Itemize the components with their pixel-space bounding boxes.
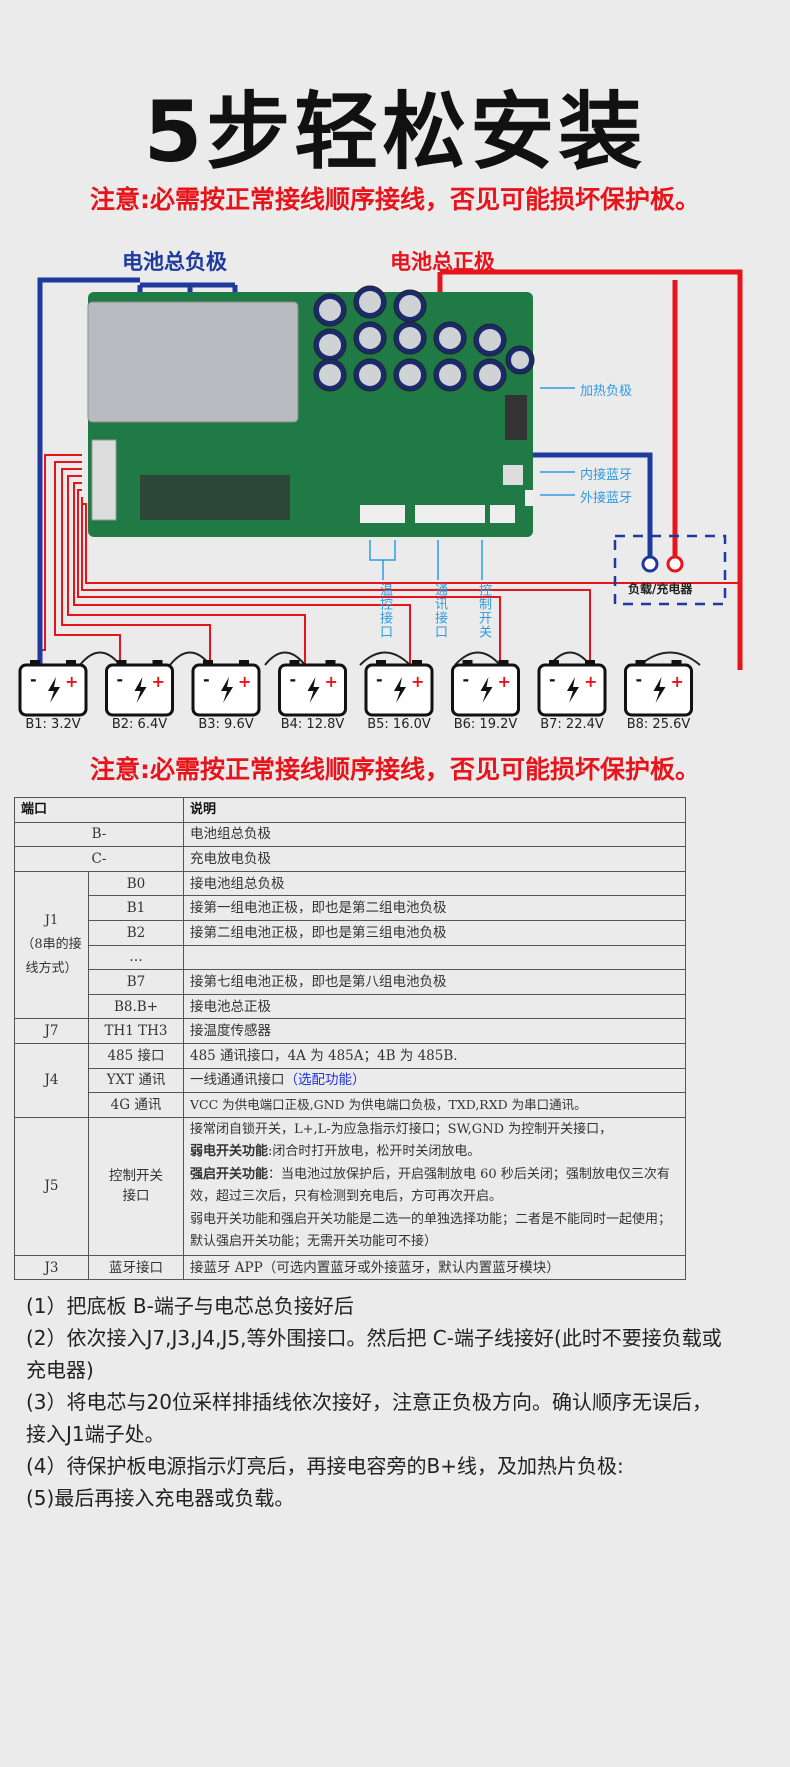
table-row: YXT 通讯一线通通讯接口（选配功能） [15, 1067, 686, 1094]
svg-text:+: + [238, 672, 251, 691]
install-steps: (1）把底板 B-端子与电芯总负接好后 (2）依次接入J7,J3,J4,J5,等… [26, 1290, 726, 1514]
step-4: (4）待保护板电源指示灯亮后，再接电容旁的B+线，及加热片负极: [26, 1454, 624, 1478]
wiring-notice: 注意:必需按正常接线顺序接线，否见可能损坏保护板。 [90, 185, 700, 214]
load-charger-label: 负载/充电器 [628, 582, 693, 596]
table-row: C-充电放电负极 [14, 846, 686, 872]
battery-3: -+ [191, 660, 261, 717]
step-5: (5)最后再接入充电器或负载。 [26, 1486, 295, 1510]
load-box [613, 534, 727, 606]
svg-text:+: + [325, 672, 338, 691]
svg-text:+: + [498, 672, 511, 691]
pointer-arrows [369, 387, 575, 580]
battery-voltage-label: B1: 3.2V [25, 717, 81, 732]
heatsink [87, 301, 299, 423]
internal-bluetooth-label: 内接蓝牙 [580, 468, 633, 483]
svg-text:-: - [117, 670, 124, 689]
step-1: (1）把底板 B-端子与电芯总负接好后 [26, 1294, 354, 1318]
battery-4: -+ [278, 660, 347, 717]
battery-voltage-label: B6: 19.2V [453, 717, 518, 732]
table-header: 端口说明 [14, 797, 686, 823]
external-bluetooth-label: 外接蓝牙 [580, 491, 633, 506]
page-title: 5步轻松安装 [143, 83, 647, 181]
battery-voltage-label: B3: 9.6V [198, 717, 254, 732]
battery-7: -+ [537, 660, 607, 717]
table-row: B-电池组总负极 [14, 821, 686, 848]
sampling-wires [39, 454, 741, 665]
svg-text:-: - [463, 670, 470, 689]
battery-voltage-label: B5: 16.0V [367, 717, 431, 732]
svg-text:-: - [290, 670, 297, 689]
svg-text:-: - [30, 670, 37, 689]
step-2: (2）依次接入J7,J3,J4,J5,等外围接口。然后把 C-端子线接好(此时不… [26, 1326, 722, 1382]
svg-text:-: - [636, 670, 643, 689]
svg-text:-: - [549, 670, 556, 689]
heater-negative-label: 加热负极 [580, 384, 633, 399]
svg-text:+: + [411, 672, 424, 691]
battery-1: -+ [18, 660, 88, 717]
comm-port-label: 通讯接口 [432, 583, 447, 639]
table-row: B8.B+接电池总正极 [15, 993, 686, 1020]
j1-connector [91, 439, 117, 521]
header-port: 端口 [14, 797, 184, 823]
capacitor-tops [319, 291, 529, 386]
wiring-diagram: -+ -+ -+ -+ -+ -+ -+ -+ [18, 269, 743, 717]
step-3: (3）将电芯与20位采样排插线依次接好，注意正负极方向。确认顺序无误后，接入J1… [26, 1390, 712, 1446]
battery-voltage-label: B7: 22.4V [540, 717, 604, 732]
load-positive-terminal [666, 555, 684, 573]
battery-voltage-label: B2: 6.4V [111, 717, 168, 732]
battery-voltage-label: B4: 12.8V [280, 717, 345, 732]
svg-text:+: + [584, 672, 597, 691]
load-negative-terminal [641, 555, 659, 573]
temp-port-label: 温控接口 [377, 583, 392, 639]
battery-8: -+ [624, 660, 693, 717]
svg-text:+: + [65, 672, 78, 691]
switch-port-label: 控制开关 [476, 583, 491, 639]
battery-voltage-label: B8: 25.6V [626, 717, 691, 732]
battery-6: -+ [451, 660, 520, 717]
negative-label: 电池总负极 [122, 250, 227, 274]
svg-text:+: + [671, 672, 684, 691]
svg-text:-: - [203, 670, 210, 689]
battery-2: -+ [105, 660, 174, 717]
positive-label: 电池总正极 [390, 250, 495, 274]
svg-text:+: + [152, 672, 165, 691]
svg-text:-: - [376, 670, 383, 689]
battery-5: -+ [364, 660, 434, 717]
table-row: … [15, 944, 686, 971]
wiring-notice-2: 注意:必需按正常接线顺序接线，否见可能损坏保护板。 [90, 755, 700, 784]
header-desc: 说明 [183, 797, 686, 823]
